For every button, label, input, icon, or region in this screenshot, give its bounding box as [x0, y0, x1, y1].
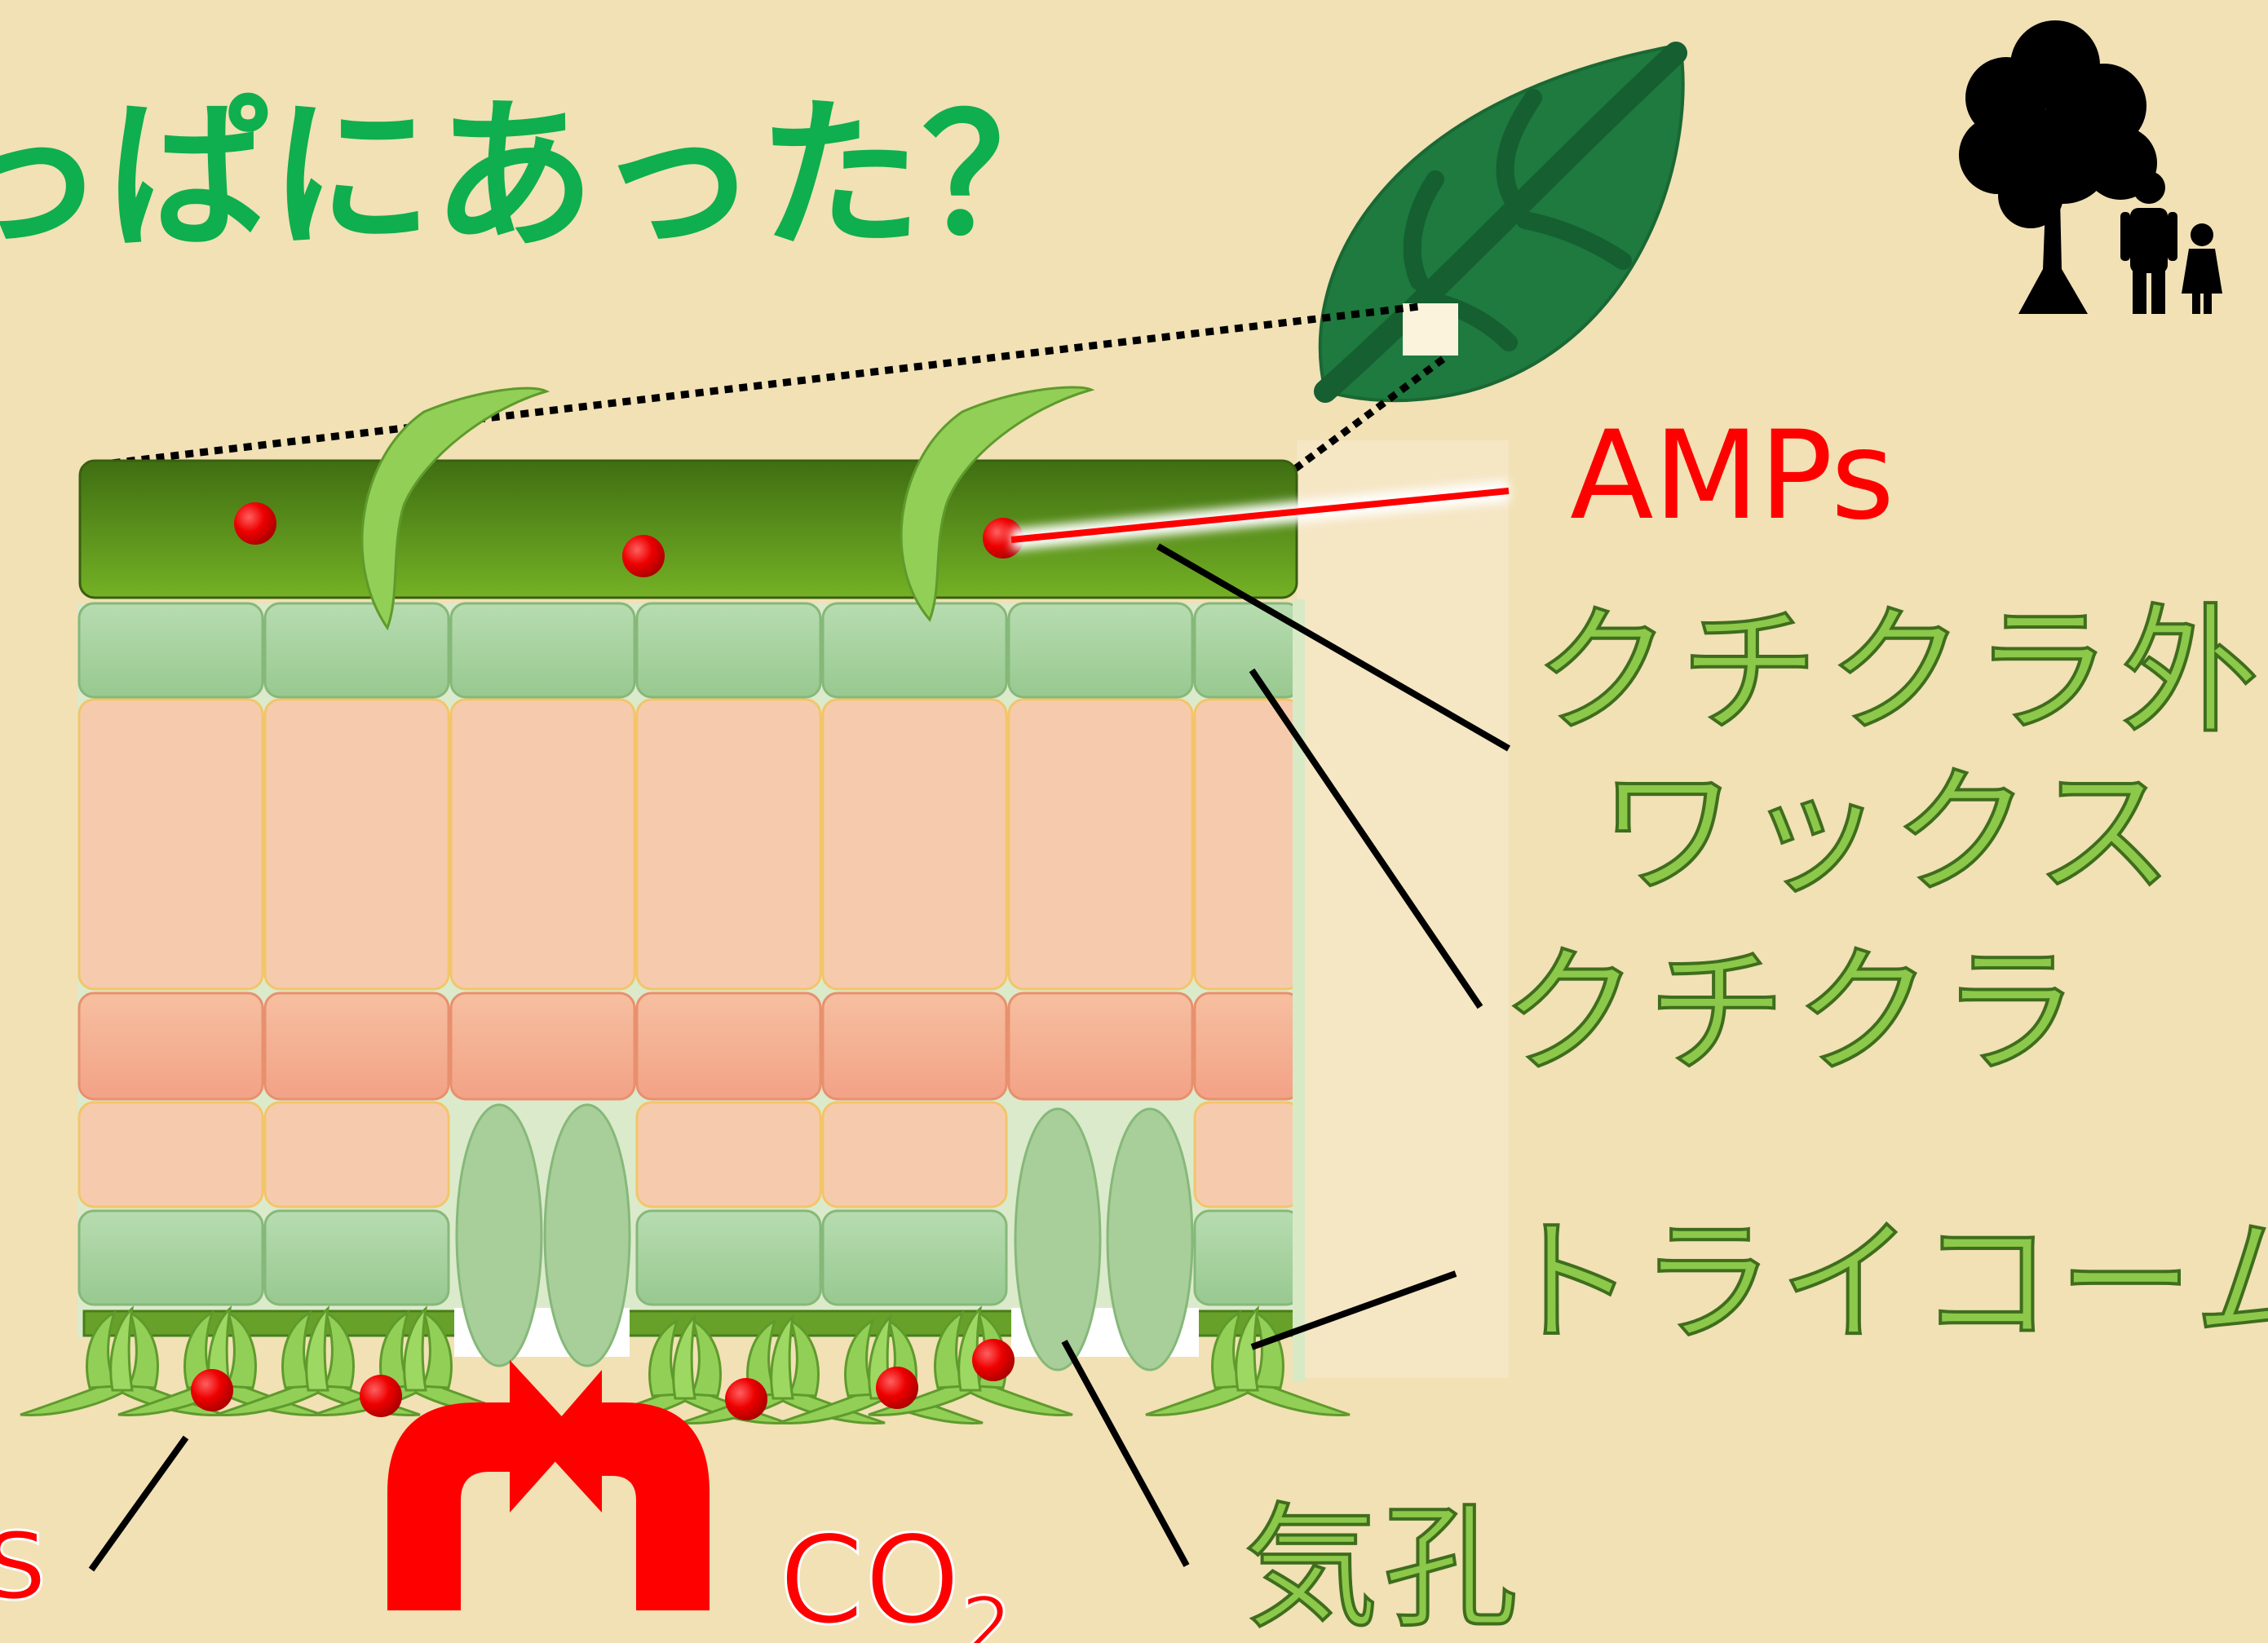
stomata-label: 気孔: [1244, 1490, 1523, 1643]
trichome-label: トライコーム: [1501, 1204, 2268, 1361]
co2-main-text: CO: [779, 1510, 961, 1643]
palisade-cells: [77, 698, 1302, 991]
amp-dot: [360, 1375, 402, 1417]
co2-label: CO2: [779, 1510, 1012, 1643]
guard-cells: [455, 1103, 1194, 1371]
amps-leader-line: [1010, 480, 1510, 550]
tree-with-people-icon: [1959, 20, 2222, 314]
zoom-marker: [1403, 303, 1458, 356]
background-panel: [1297, 440, 1509, 1378]
amp-dot: [725, 1378, 767, 1420]
lower-mesophyll-cells: [77, 1101, 1302, 1208]
left-partial-label: s: [0, 1486, 47, 1628]
outer-cuticle-label-line2: ワックス: [1598, 753, 2182, 914]
co2-subscript: 2: [961, 1579, 1013, 1643]
amps-label: AMPs: [1570, 405, 1894, 547]
lower-epidermal-cells: [77, 1209, 1302, 1306]
upper-trichome: [360, 386, 1095, 631]
section-right-edge: [1293, 599, 1305, 1382]
leader-lines: [88, 543, 1510, 1572]
amp-dot: [876, 1367, 918, 1409]
outer-cuticle-label-line1: クチクラ外: [1533, 591, 2267, 753]
amp-dot: [191, 1369, 233, 1411]
page-title: っぱにあった？: [0, 82, 1085, 272]
spongy-cells: [77, 992, 1302, 1101]
upper-epidermal-cells: [77, 602, 1302, 699]
amp-dot: [622, 535, 665, 577]
amp-dot: [972, 1339, 1015, 1381]
cuticle-label: クチクラ: [1501, 932, 2088, 1093]
zoom-lines: [97, 303, 1446, 472]
amp-dot: [234, 502, 276, 545]
amp-dots: [191, 502, 1023, 1420]
leaf-cross-section: [19, 386, 1351, 1425]
leaf-icon: [1314, 42, 1687, 403]
co2-arrows-icon: [387, 1360, 710, 1610]
